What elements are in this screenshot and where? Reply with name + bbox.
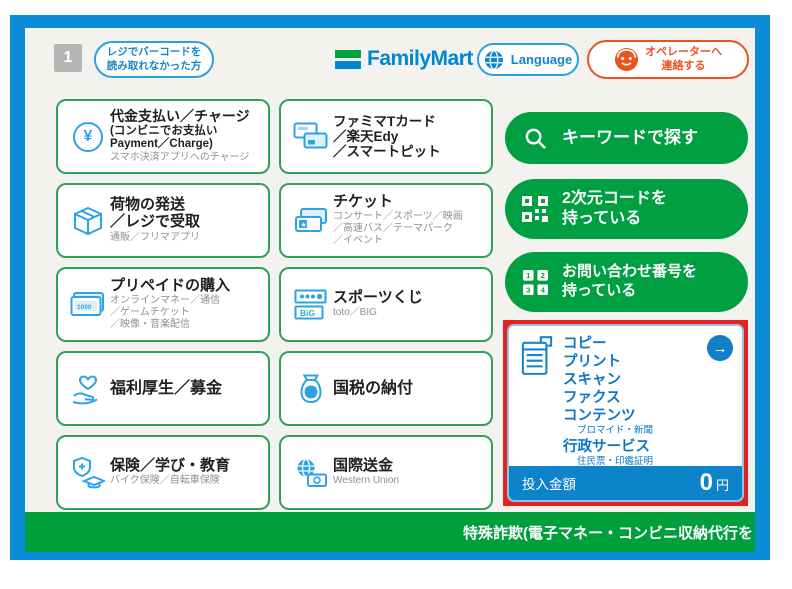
qr-code-button[interactable]: 2次元コードを 持っている [505, 179, 748, 239]
step-number-badge: 1 [54, 44, 82, 72]
fraud-warning-ticker: 特殊詐欺(電子マネー・コンビニ収納代行を [25, 512, 755, 552]
sports-lottery-button[interactable]: BiG スポーツくじ toto／BIG [279, 267, 493, 342]
cards-icon [289, 122, 333, 152]
ticket-icon: ★ [289, 207, 333, 235]
panel-item-copy: コピー [563, 336, 607, 352]
button-title: 保険／学び・教育 [110, 456, 231, 474]
kiosk-screen: 1 レジでバーコードを 読み取れなかった方 FamilyMart Languag… [25, 28, 755, 552]
svg-text:4: 4 [540, 285, 545, 294]
panel-item-scan: スキャン [563, 372, 621, 388]
national-tax-button[interactable]: 税 国税の納付 [279, 351, 493, 426]
button-title: プリペイドの購入 [110, 276, 231, 294]
button-title: スポーツくじ [333, 288, 423, 306]
globe-money-icon [289, 458, 333, 488]
operator-icon [614, 47, 639, 72]
prepaid-purchase-button[interactable]: 1000 プリペイドの購入 オンラインマネー／通信 ／ゲームチケット ／映像・音… [56, 267, 270, 342]
button-title: 代金支払い／チャージ [110, 107, 250, 124]
operator-contact-button[interactable]: オペレーターへ 連絡する [587, 40, 749, 79]
ticket-button[interactable]: ★ チケット コンサート／スポーツ／映画 ／高速バス／テーマパーク ／イベント [279, 183, 493, 258]
search-icon [521, 127, 549, 150]
barcode-not-read-button[interactable]: レジでバーコードを 読み取れなかった方 [94, 41, 214, 78]
svg-text:BiG: BiG [300, 308, 316, 318]
inserted-amount-label: 投入金額 [522, 477, 576, 492]
svg-text:税: 税 [306, 386, 315, 397]
button-note: スマホ決済アプリへのチャージ [110, 152, 250, 164]
button-subtitle: (コンビニでお支払い Payment／Charge) [110, 124, 218, 150]
welfare-donation-button[interactable]: 福利厚生／募金 [56, 351, 270, 426]
tax-bag-icon: 税 [289, 373, 333, 405]
ticker-text: 特殊詐欺(電子マネー・コンビニ収納代行を [463, 524, 753, 542]
button-title: 国際送金 [333, 456, 394, 474]
payment-charge-button[interactable]: ¥ 代金支払い／チャージ (コンビニでお支払い Payment／Charge) … [56, 99, 270, 174]
panel-item-fax: ファクス [563, 390, 621, 406]
button-title: 国税の納付 [333, 379, 414, 397]
button-note: オンラインマネー／通信 ／ゲームチケット ／映像・音楽配信 [110, 295, 220, 331]
familymart-logo: FamilyMart [335, 45, 473, 73]
panel-item-government-note: 住民票・印鑑証明 [577, 456, 654, 467]
inserted-amount-value: 0 [699, 469, 713, 496]
copier-icon [521, 335, 553, 469]
svg-text:2: 2 [540, 271, 544, 280]
package-icon [66, 205, 110, 237]
inserted-amount-bar: 投入金額 0 円 [509, 466, 742, 500]
panel-item-print: プリント [563, 354, 621, 370]
svg-text:1: 1 [526, 271, 531, 280]
button-title: ファミマTカード ／楽天Edy ／スマートピット [333, 113, 441, 160]
service-grid: ¥ 代金支払い／チャージ (コンビニでお支払い Payment／Charge) … [56, 99, 493, 510]
insurance-education-button[interactable]: 保険／学び・教育 バイク保険／自転車保険 [56, 435, 270, 510]
quick-button-label: 2次元コードを 持っている [562, 190, 667, 227]
button-note: toto／BIG [333, 307, 377, 319]
inserted-amount-unit: 円 [715, 478, 729, 493]
keyword-search-button[interactable]: キーワードで探す [505, 112, 748, 164]
button-note: 通販／フリマアプリ [110, 231, 200, 243]
button-title: 福利厚生／募金 [110, 379, 223, 397]
button-note: Western Union [333, 475, 399, 487]
button-title: チケット [333, 192, 394, 210]
familymart-logo-text: FamilyMart [367, 47, 473, 70]
language-button[interactable]: Language [477, 43, 579, 76]
prepaid-card-icon: 1000 [66, 291, 110, 319]
panel-item-government-services: 行政サービス [563, 439, 650, 455]
arrow-right-icon[interactable]: → [707, 335, 733, 361]
heart-hand-icon [66, 373, 110, 405]
sports-lottery-icon: BiG [289, 289, 333, 321]
button-title: 荷物の発送 ／レジで受取 [110, 196, 201, 230]
famima-tcard-edy-button[interactable]: ファミマTカード ／楽天Edy ／スマートピット [279, 99, 493, 174]
panel-item-contents: コンテンツ [563, 408, 636, 424]
qr-code-icon [521, 196, 549, 222]
multicopy-panel[interactable]: コピー プリント スキャン ファクス コンテンツ ブロマイド・新聞 行政サービス… [507, 324, 744, 502]
svg-text:★: ★ [301, 221, 307, 229]
quick-button-label: お問い合わせ番号を 持っている [562, 263, 698, 299]
globe-icon [484, 49, 504, 70]
operator-button-label: オペレーターへ 連絡する [645, 45, 722, 72]
svg-text:1000: 1000 [77, 304, 92, 311]
yen-circle-icon: ¥ [66, 121, 110, 152]
familymart-logo-icon [335, 49, 361, 69]
international-remittance-button[interactable]: 国際送金 Western Union [279, 435, 493, 510]
kiosk-screen-bezel: 1 レジでバーコードを 読み取れなかった方 FamilyMart Languag… [10, 15, 770, 560]
shield-cap-icon [66, 456, 110, 490]
parcel-shipping-button[interactable]: 荷物の発送 ／レジで受取 通販／フリマアプリ [56, 183, 270, 258]
button-note: コンサート／スポーツ／映画 ／高速バス／テーマパーク ／イベント [333, 211, 463, 247]
svg-text:3: 3 [526, 285, 530, 294]
multicopy-panel-highlight[interactable]: コピー プリント スキャン ファクス コンテンツ ブロマイド・新聞 行政サービス… [503, 320, 748, 506]
language-button-label: Language [510, 52, 573, 67]
button-note: バイク保険／自転車保険 [110, 475, 220, 487]
quick-button-label: キーワードで探す [562, 128, 698, 148]
panel-item-contents-note: ブロマイド・新聞 [577, 425, 654, 436]
